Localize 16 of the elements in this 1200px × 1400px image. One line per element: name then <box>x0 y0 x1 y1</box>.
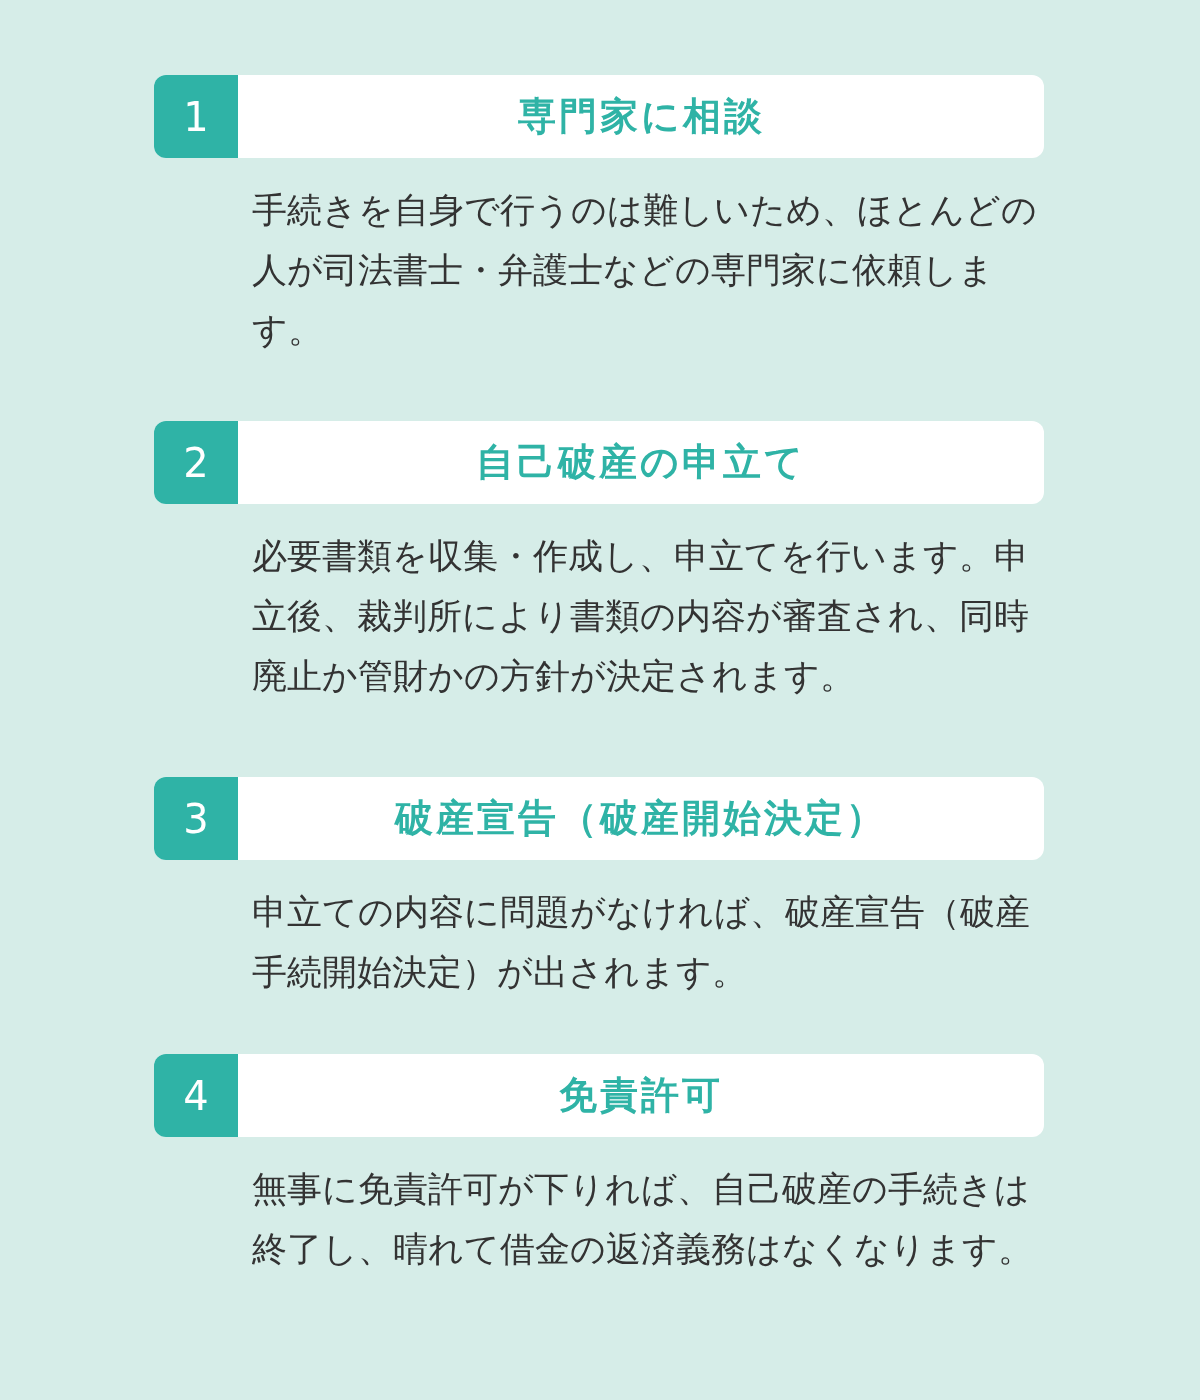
step-description: 必要書類を収集・作成し、申立てを行います。申立後、裁判所により書類の内容が審査され、同時廃止か管財かの方針が決定されます。 <box>252 535 1030 698</box>
step-header-box <box>154 75 1044 158</box>
step-header-box <box>154 421 1044 504</box>
step-description: 無事に免責許可が下りれば、自己破産の手続きは終了し、晴れて借金の返済義務はなくなります。 <box>252 1168 1034 1271</box>
step-title: 専門家に相談 <box>516 93 766 140</box>
step-number: 3 <box>154 777 238 860</box>
step-title: 免責許可 <box>558 1072 724 1119</box>
step-header-box <box>154 1054 1044 1137</box>
step-number: 1 <box>154 75 238 158</box>
step-title: 自己破産の申立て <box>475 439 807 486</box>
step-number: 2 <box>154 421 238 504</box>
step-header-box <box>154 777 1044 860</box>
step-description: 手続きを自身で行うのは難しいため、ほとんどの人が司法書士・弁護士などの専門家に依頼します。 <box>252 189 1038 352</box>
step-title: 破産宣告（破産開始決定） <box>393 795 888 842</box>
step-number: 4 <box>154 1054 238 1137</box>
step-description: 申立ての内容に問題がなければ、破産宣告（破産手続開始決定）が出されます。 <box>252 891 1031 994</box>
